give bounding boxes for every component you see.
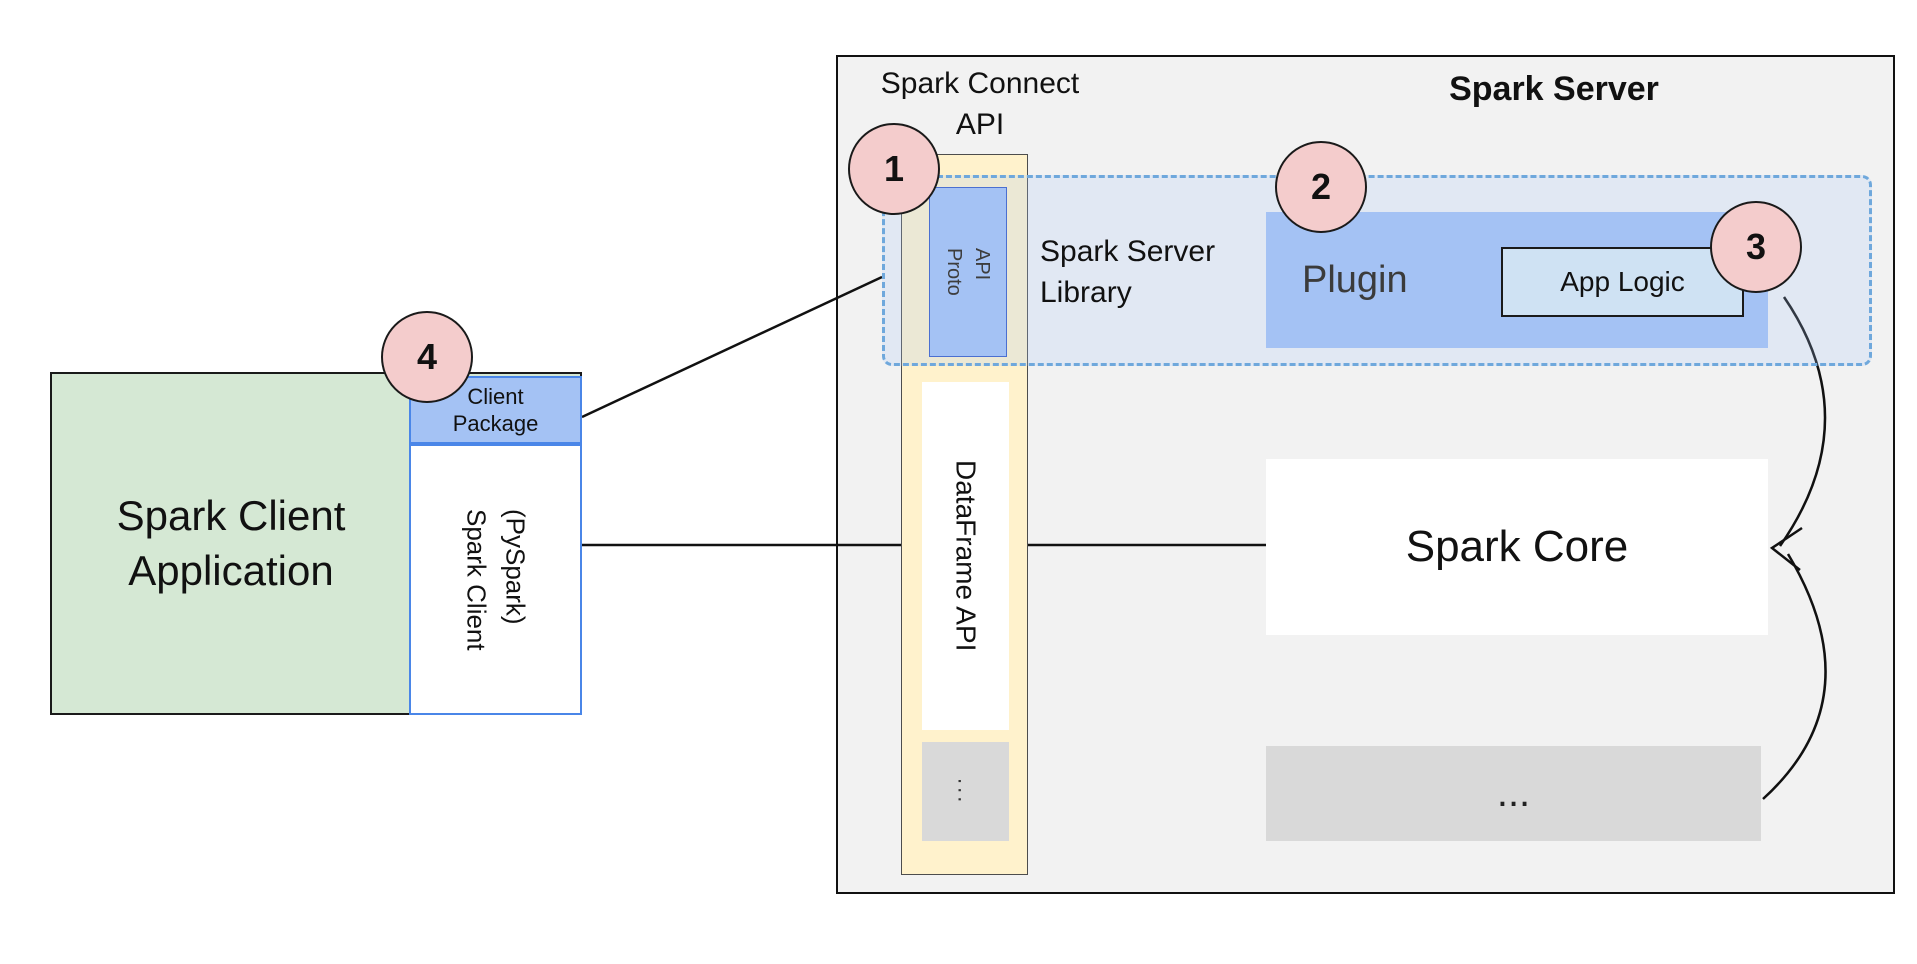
step-badge-3-number: 3 [1745,226,1767,267]
step-badge-3: 3 [1710,201,1802,293]
core-more-box: ... [1266,746,1761,841]
spark-core-box: Spark Core [1266,459,1768,635]
app-logic-box: App Logic [1501,247,1744,317]
spark-server-title: Spark Server [1449,70,1659,108]
step-badge-2: 2 [1275,141,1367,233]
spark-client-pyspark-label: Spark Client (PySpark) [461,508,531,651]
dataframe-api-label: DataFrame API [950,460,982,652]
core-more-label: ... [1496,771,1531,815]
proto-api-box: Proto API [929,187,1007,357]
proto-api-label: Proto API [943,248,993,296]
step-badge-2-number: 2 [1310,166,1332,207]
step-badge-1: 1 [848,123,940,215]
step-badge-4-number: 4 [416,336,438,377]
api-more-label: ... [953,777,979,806]
spark-client-application-label: Spark Client Application [56,372,406,715]
step-badge-4: 4 [381,311,473,403]
spark-connect-api-label: Spark Connect API [880,67,1080,141]
spark-server-library-label: Spark Server Library [1040,235,1216,309]
plugin-label: Plugin [1302,258,1408,301]
spark-core-label: Spark Core [1405,522,1629,571]
spark-client-pyspark-box: Spark Client (PySpark) [409,444,582,715]
step-badge-1-number: 1 [883,148,905,189]
api-more-box: ... [922,742,1009,841]
client-package-label: Client Package [452,383,539,437]
dataframe-api-box: DataFrame API [922,382,1009,730]
spark-client-application-text: Spark Client Application [116,491,346,594]
app-logic-label: App Logic [1560,266,1685,297]
